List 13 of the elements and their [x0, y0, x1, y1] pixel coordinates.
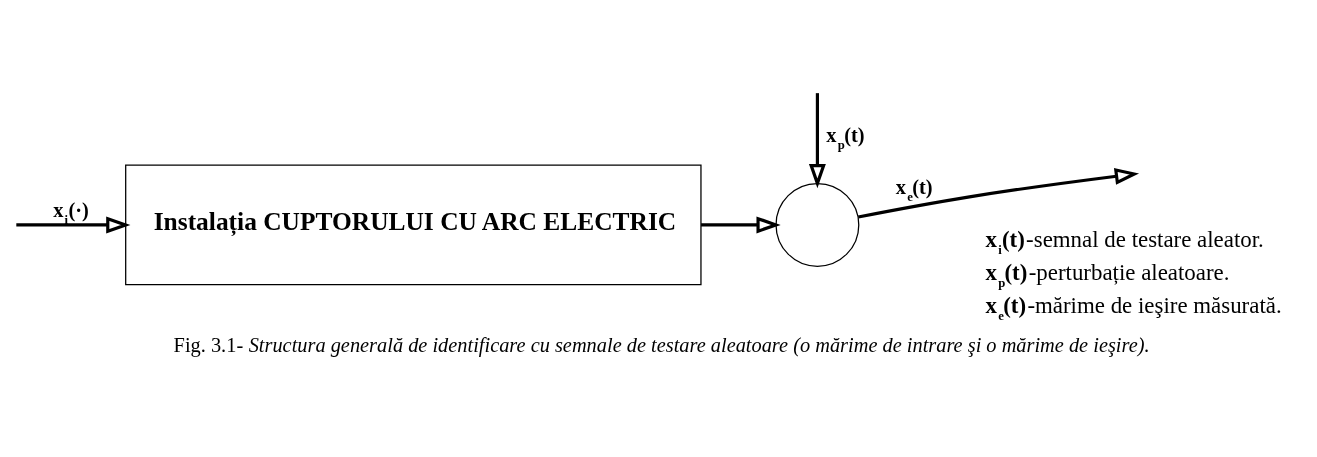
label: x$_{p}$(t)-perturbație aleatoare. — [985, 260, 1230, 291]
node-box: Instalația CUPTORULUI CU ARC ELECTRIC — [125, 164, 702, 286]
edge-label: x$_{e}$(t) — [895, 176, 933, 205]
edge-label: x$_{i}$(·) — [53, 199, 89, 228]
arrow — [808, 93, 826, 189]
caption: Fig. 3.1- Structura generală de identificare cu semnale de testare aleatoare (o mărime de intrare şi o mărime de ieşire). — [173, 333, 1150, 356]
edge-label: x$_{p}$(t) — [826, 123, 865, 152]
label: x$_{e}$(t)-mărime de ieşire măsurată. — [985, 293, 1282, 324]
node-circle — [775, 182, 860, 267]
arrow — [858, 167, 1140, 219]
arrow — [701, 216, 781, 234]
label: x$_{i}$(t)-semnal de testare aleator. — [985, 227, 1264, 258]
arrow — [16, 216, 131, 234]
